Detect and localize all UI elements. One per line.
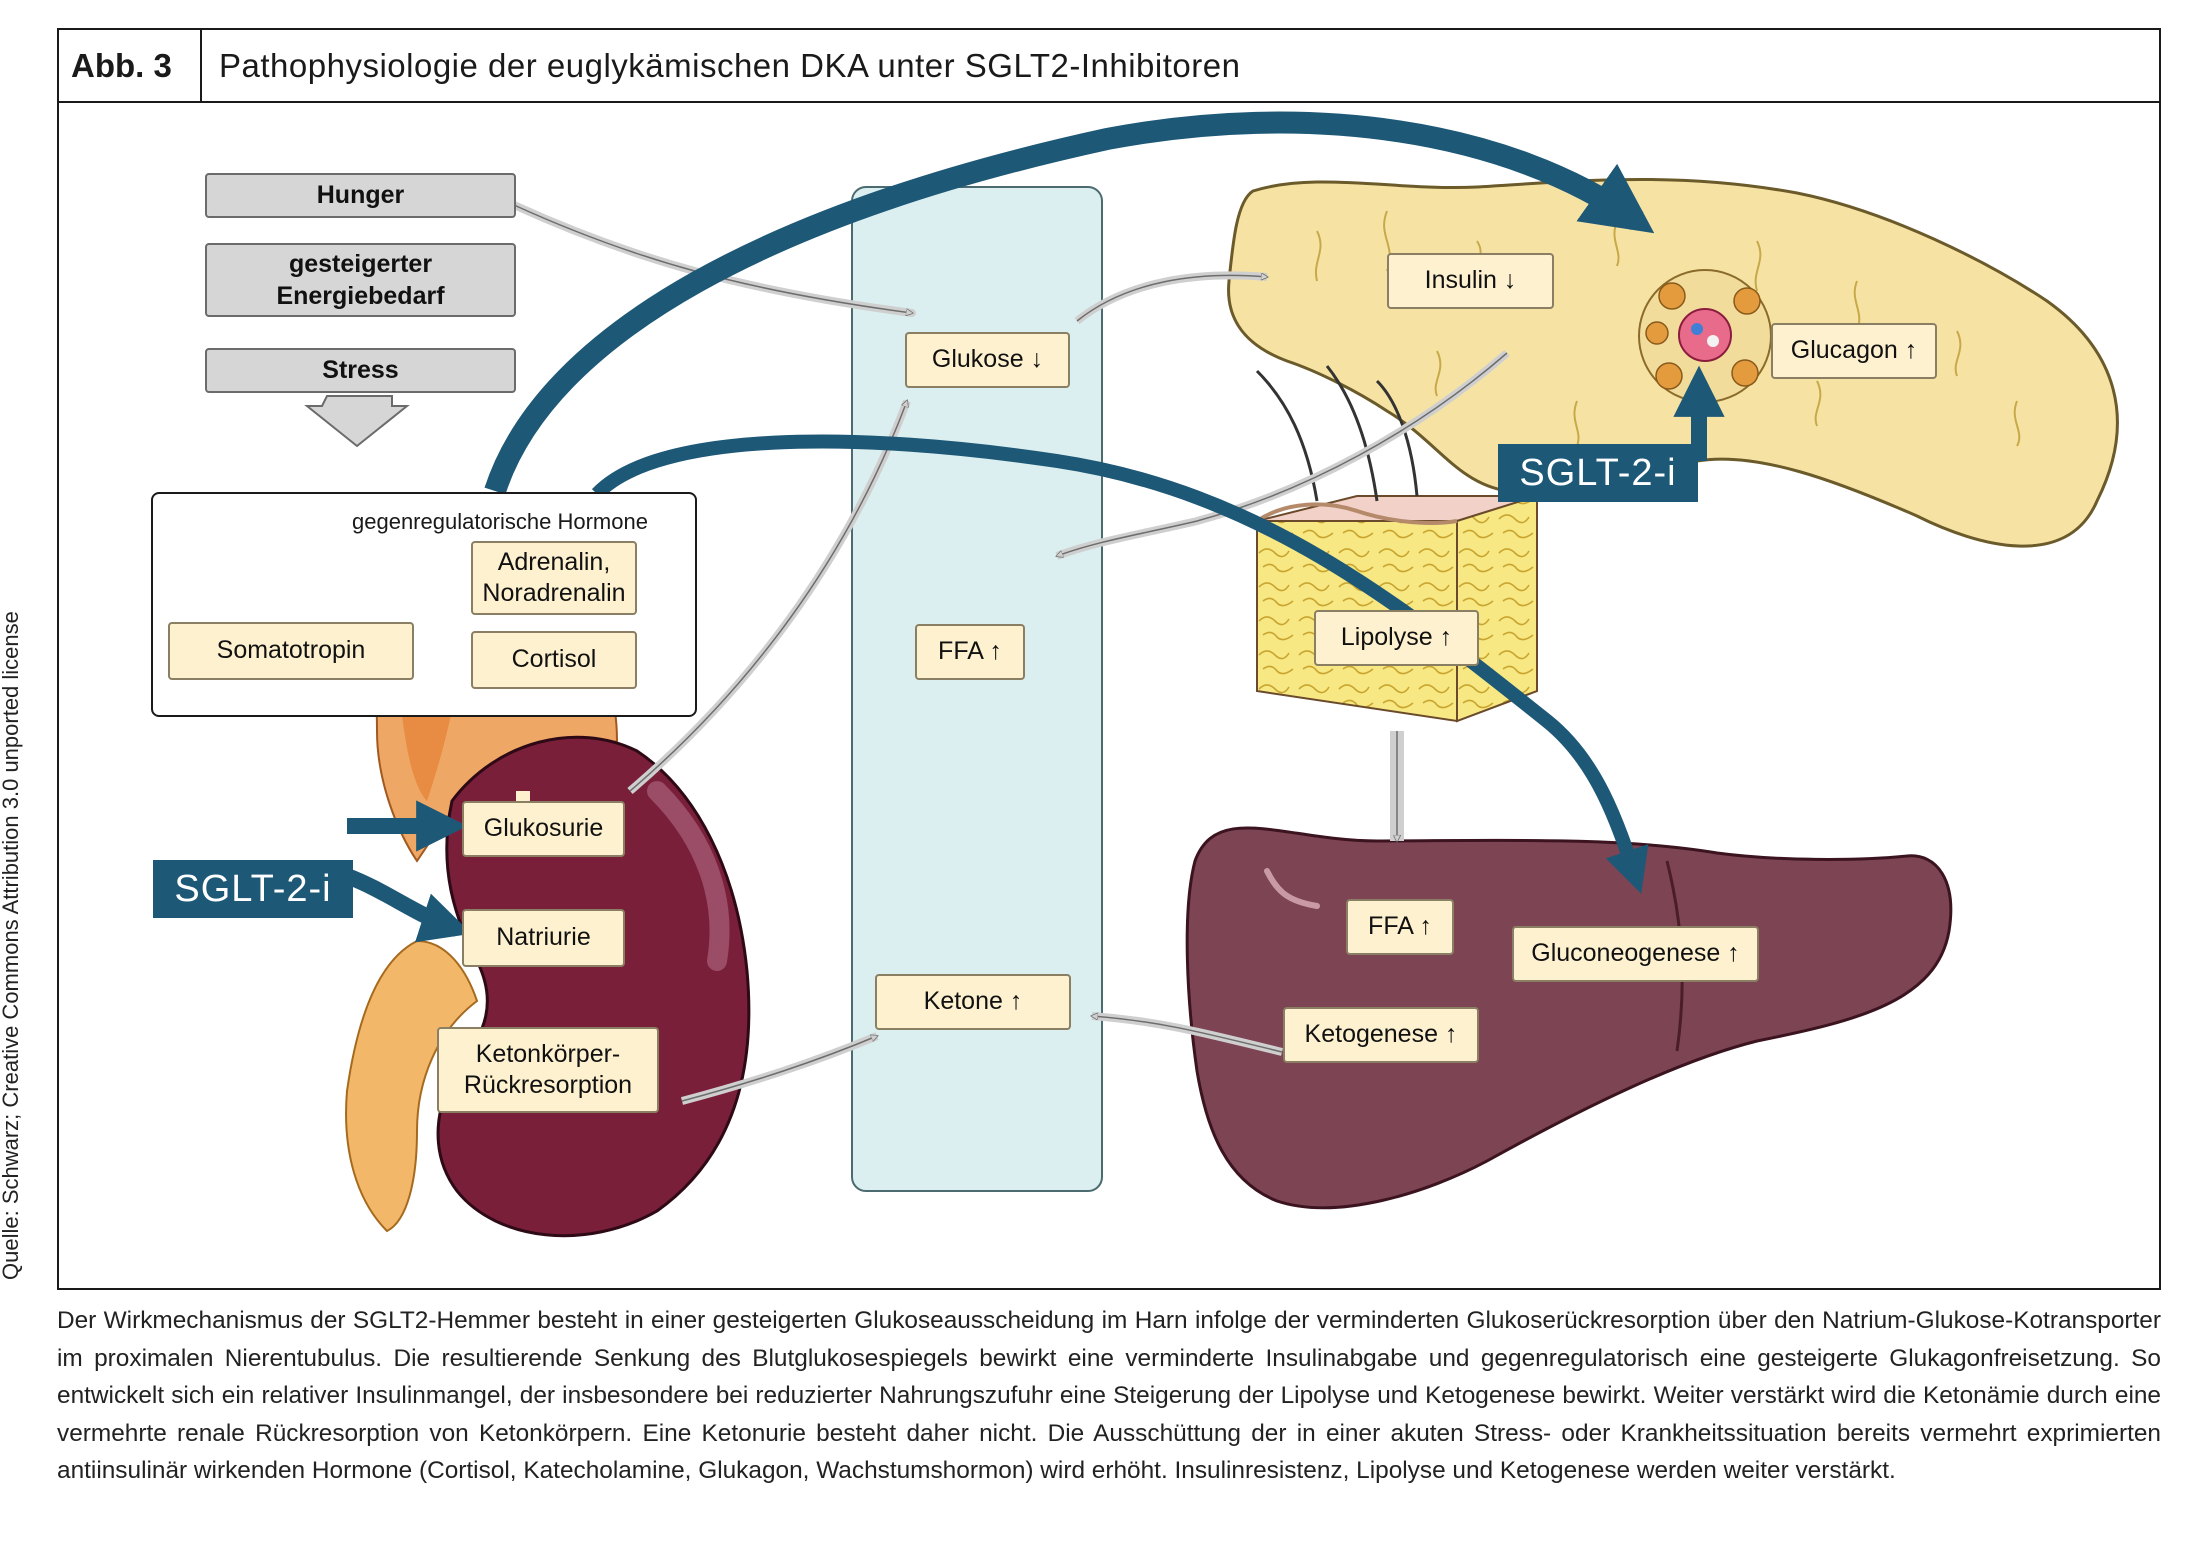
cortisol-box: Cortisol — [471, 631, 637, 689]
adrenalin-line1: Adrenalin, — [497, 547, 611, 576]
figure-title: Pathophysiologie der euglykämischen DKA … — [219, 47, 1241, 84]
ffa-blood-box: FFA ↑ — [915, 624, 1025, 680]
stress-to-hormones-arrow — [304, 395, 410, 448]
ffa-liver-box: FFA ↑ — [1346, 899, 1454, 955]
adrenalin-box: Adrenalin, Noradrenalin — [471, 541, 637, 615]
stress-box: Stress — [205, 348, 516, 393]
hunger-box: Hunger — [205, 173, 516, 218]
ketone-reabsorption-box: Ketonkörper- Rückresorption — [437, 1027, 659, 1113]
hormones-to-liver-arrow — [591, 434, 1649, 894]
source-credit: Quelle: Schwarz; Creative Commons Attrib… — [0, 611, 23, 1280]
natriuria-box: Natriurie — [462, 909, 625, 967]
gluconeogenesis-box: Gluconeogenese ↑ — [1512, 926, 1759, 982]
ketogenesis-box: Ketogenese ↑ — [1283, 1007, 1479, 1063]
sglt2-inhibitor-label-kidney: SGLT-2-i — [153, 860, 353, 918]
energy-line1: gesteigerter — [288, 249, 433, 278]
ketones-box: Ketone ↑ — [875, 974, 1071, 1030]
diagram-artwork — [175, 111, 2119, 1238]
figure-header: Abb. 3 Pathophysiologie der euglykämisch… — [59, 30, 2159, 103]
keton-line1: Ketonkörper- — [475, 1039, 621, 1068]
hormones-to-pancreas-arrow — [484, 111, 1655, 495]
energy-line2: Energiebedarf — [276, 282, 445, 310]
energy-demand-box: gesteigerter Energiebedarf — [205, 243, 516, 317]
glucose-box: Glukose ↓ — [905, 332, 1070, 388]
glucagon-box: Glucagon ↑ — [1771, 323, 1937, 379]
diagram-area: gegenregulatorische Hormone Hunger geste… — [57, 101, 2161, 1290]
insulin-box: Insulin ↓ — [1387, 253, 1554, 309]
glucosuria-box: Glukosurie — [462, 801, 625, 857]
sglt2-to-natriuria-arrow — [344, 868, 472, 943]
figure-caption: Der Wirkmechanismus der SGLT2-Hemmer bes… — [57, 1307, 2161, 1484]
sglt2-inhibitor-label-pancreas: SGLT-2-i — [1498, 444, 1698, 502]
figure-number: Abb. 3 — [59, 30, 202, 101]
adrenalin-line2: Noradrenalin — [482, 579, 626, 607]
figure-frame: Abb. 3 Pathophysiologie der euglykämisch… — [57, 28, 2161, 1290]
lipolysis-box: Lipolyse ↑ — [1314, 610, 1479, 666]
somatotropin-box: Somatotropin — [168, 622, 414, 680]
counterregulatory-hormones-title: gegenregulatorische Hormone — [352, 509, 648, 534]
keton-line2: Rückresorption — [463, 1071, 633, 1099]
